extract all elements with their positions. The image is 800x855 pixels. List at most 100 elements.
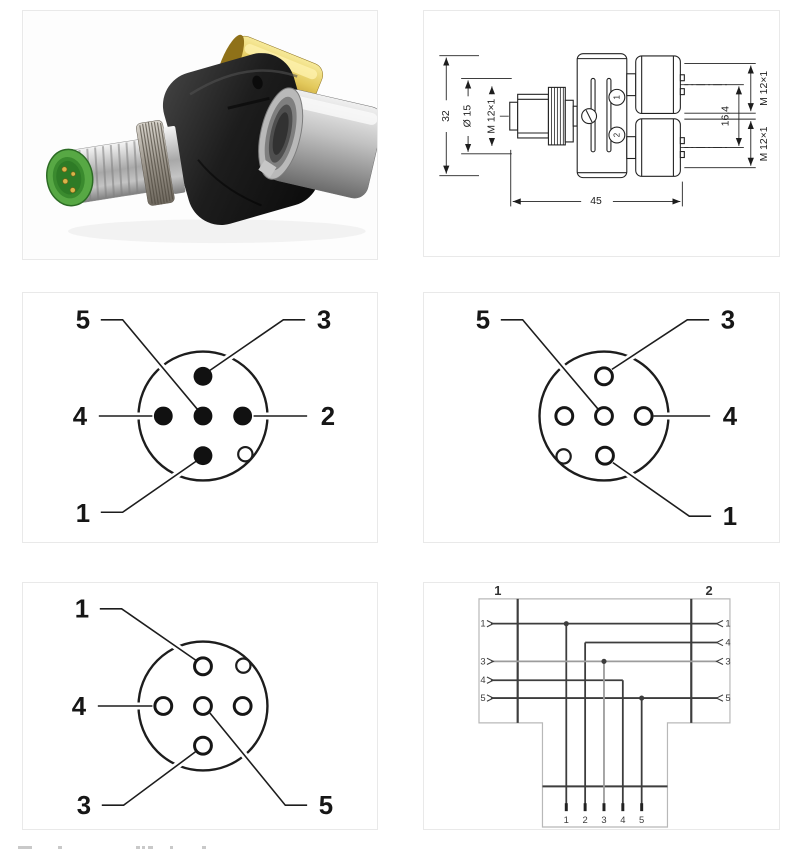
female-port1-drawing [626, 55, 685, 115]
dim-port2-thread: M 12×1 [684, 118, 770, 169]
port2-marker [608, 126, 626, 144]
pin-label-1: 1 [723, 503, 737, 531]
product-photo-illustration [23, 11, 377, 259]
left-pin-labels: 1 3 4 5 [480, 618, 495, 703]
pin-label-3: 3 [77, 792, 91, 820]
photo-shadow [68, 219, 366, 244]
male-connector [46, 120, 186, 207]
clipped-caption-marks [18, 846, 358, 850]
svg-text:1: 1 [725, 618, 730, 629]
pin-3-dot [193, 366, 213, 386]
keying-notch [237, 445, 254, 463]
pin-label-3: 3 [721, 307, 735, 335]
svg-text:16,4: 16,4 [720, 106, 731, 126]
pinout-female-top-panel[interactable]: 5 3 4 1 [423, 292, 780, 543]
female-port2-drawing [626, 118, 685, 177]
pin-1-socket [595, 445, 615, 466]
svg-text:M 12×1: M 12×1 [486, 98, 497, 133]
svg-text:M 12×1: M 12×1 [759, 71, 770, 106]
contact-pins [61, 166, 76, 193]
pin-1-dot [193, 446, 213, 466]
pin-label-2: 2 [321, 403, 335, 431]
svg-text:3: 3 [725, 655, 730, 666]
pin-3-socket [193, 735, 213, 756]
svg-text:5: 5 [725, 692, 730, 703]
dim-port1-thread: M 12×1 [684, 63, 770, 114]
keying-notch [235, 657, 252, 674]
right-pin-labels: 1 4 3 5 [715, 618, 731, 703]
svg-text:4: 4 [480, 674, 485, 685]
svg-text:1: 1 [480, 618, 485, 629]
svg-text:4: 4 [620, 814, 625, 825]
svg-text:4: 4 [725, 636, 730, 647]
pinout-female-bottom-diagram: 1 4 3 5 [72, 596, 333, 820]
pin-label-5: 5 [319, 792, 333, 820]
pin-2-dot [233, 406, 253, 426]
technical-drawing: 1 2 32 [439, 53, 770, 209]
svg-text:45: 45 [590, 196, 602, 207]
bottom-terminals: 1 2 3 4 5 [564, 803, 644, 825]
collar [163, 125, 186, 194]
dim-diameter-15: Ø 15 [461, 78, 512, 155]
dim-port-spacing: 16,4 [684, 84, 744, 149]
keying-notch [555, 448, 572, 465]
female-sockets [554, 366, 654, 466]
female-sockets [153, 656, 253, 756]
male-pins [153, 366, 253, 466]
leader-lines [500, 318, 712, 518]
silver-coupling-nut [258, 87, 377, 199]
svg-text:5: 5 [480, 692, 485, 703]
male-connector-drawing [509, 86, 578, 146]
pin-3-socket [594, 366, 614, 387]
pin-2-socket [232, 696, 253, 716]
leader-lines [98, 318, 308, 514]
pin-4-dot [153, 406, 173, 426]
left-arrow-icon [715, 620, 724, 702]
pin-4-socket [633, 406, 654, 426]
schematic-outline [478, 598, 731, 828]
adapter-body-drawing [576, 53, 628, 179]
dim-length-45: 45 [510, 149, 683, 209]
pin-label-4: 4 [73, 403, 88, 431]
svg-text:3: 3 [480, 655, 485, 666]
svg-text:1: 1 [564, 814, 569, 825]
pin-label-3: 3 [317, 307, 331, 335]
svg-text:5: 5 [639, 814, 644, 825]
right-arrow-icon [486, 620, 495, 702]
svg-text:Ø 15: Ø 15 [463, 105, 474, 128]
pinout-female-bottom-panel[interactable]: 1 4 3 5 [22, 582, 378, 830]
product-photo-panel[interactable] [22, 10, 378, 260]
dim-height-32: 32 [439, 55, 479, 177]
svg-text:2: 2 [583, 814, 588, 825]
leader-lines [97, 607, 308, 806]
technical-drawing-panel[interactable]: 1 2 32 [423, 10, 780, 257]
pin-label-4: 4 [723, 403, 738, 431]
leader-line-cuts [97, 605, 288, 808]
connector1-label: 1 [494, 583, 501, 598]
pin-label-5: 5 [76, 307, 90, 335]
pinout-male-panel[interactable]: 5 3 4 2 1 [22, 292, 378, 543]
pin-2-socket [554, 406, 575, 426]
leader-line-cuts [519, 316, 711, 520]
port1-number: 1 [612, 94, 621, 99]
svg-text:32: 32 [441, 110, 452, 122]
wiring-schematic-panel[interactable]: 1 2 1 3 4 5 [423, 582, 780, 830]
pinout-male-diagram: 5 3 4 2 1 [73, 307, 335, 528]
pin-label-5: 5 [476, 307, 490, 335]
wiring-schematic: 1 2 1 3 4 5 [478, 583, 731, 828]
port2-number: 2 [612, 133, 621, 137]
pin-label-1: 1 [76, 500, 90, 528]
wires-gray [490, 660, 718, 810]
pin-5-socket [193, 696, 213, 716]
connector2-label: 2 [706, 583, 713, 598]
pin-4-socket [153, 696, 174, 716]
pin-5-dot [193, 406, 213, 426]
svg-text:M 12×1: M 12×1 [759, 126, 770, 161]
pin-5-socket [594, 406, 614, 426]
knurl-ridges [139, 121, 174, 205]
dim-male-thread: M 12×1 [484, 86, 499, 146]
port1-marker [608, 88, 626, 106]
junction-dots [563, 621, 645, 701]
svg-text:3: 3 [601, 814, 606, 825]
wires-dark [490, 622, 718, 810]
